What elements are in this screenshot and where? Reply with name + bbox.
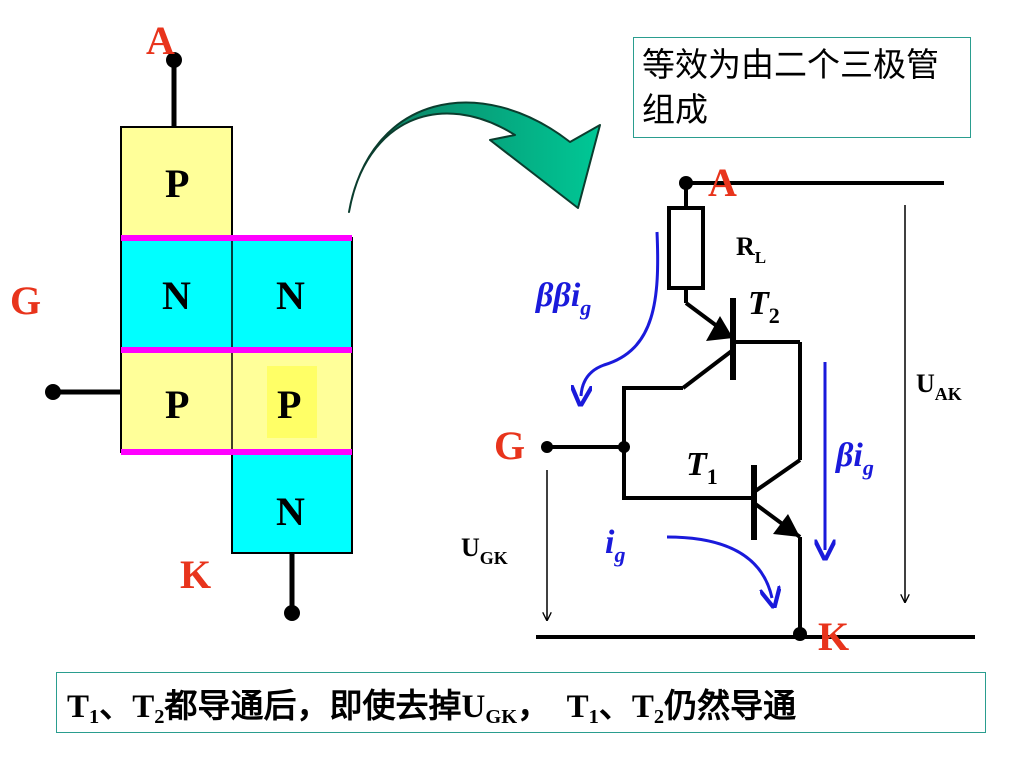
equivalence-note: 等效为由二个三极管组成 [633,37,971,138]
current-label-gate: ig [605,524,625,567]
caption-sep-2: 、 [598,689,632,725]
equivalent-circuit: A RL T2 T1 G K UAK U [461,160,975,659]
t2-label: T2 [748,285,780,328]
caption-part2: 仍然导通 [664,689,797,725]
anode-terminal-dot [166,52,182,68]
ugk-label: UGK [461,533,508,568]
anode-label: A [146,18,175,63]
t2-collector [681,348,735,390]
current-label-t1: βig [834,437,874,480]
caption-t2-b-sub: 2 [653,706,665,729]
cathode-label: K [180,552,211,597]
p-highlight [267,366,317,438]
p-layer-top [120,126,233,239]
layer-label-n-bottom: N [276,489,305,534]
caption-sep-1: 、 [99,689,133,725]
circuit-gate-label: G [494,423,525,468]
n-layer-middle [120,237,353,351]
resistor-label: RL [736,232,766,267]
caption-t1: T [67,689,90,725]
caption-t1-sub: 1 [89,706,100,729]
gate-terminal-dot [45,384,61,400]
caption-t1-b: T [566,689,589,725]
caption-t2-b: T [631,689,654,725]
layer-label-p-left: P [165,382,189,427]
circuit-cathode-label: K [818,614,849,659]
t1-label: T1 [686,446,718,489]
resistor-rl [667,206,705,290]
caption-part1: 都导通后，即使去掉U [164,689,486,725]
caption-comma: ， [517,689,551,725]
gate-label: G [10,278,41,323]
layer-label-p-top: P [165,161,189,206]
t2-emitter-arrow [706,316,733,341]
transform-arrow [348,101,601,213]
t1-emitter-arrow [773,514,800,537]
current-label-t2: ββig [534,277,591,320]
caption-t1-b-sub: 1 [588,706,599,729]
p-layer-middle [120,349,353,453]
current-arrow-t2 [581,231,660,396]
layer-label-p-right: P [277,382,301,427]
pnpn-structure: A P N N P P N G K [10,18,353,621]
t1-collector [752,458,802,494]
circuit-anode-label: A [708,160,737,205]
caption-ugk-sub: GK [485,706,518,729]
circuit-cathode-dot [793,627,807,641]
conclusion-caption: T1、T2都导通后，即使去掉UGK， T1、T2仍然导通 [56,672,986,733]
layer-label-n-right: N [276,273,305,318]
cathode-terminal-dot [284,605,300,621]
caption-t2-sub: 2 [154,706,165,729]
layer-label-n-left: N [162,273,191,318]
caption-t2: T [132,689,155,725]
equivalence-note-text: 等效为由二个三极管组成 [642,45,939,129]
circuit-gate-dot [541,441,553,453]
gate-junction-dot [618,441,630,453]
uak-label: UAK [916,369,962,404]
current-arrow-gate [666,535,772,598]
